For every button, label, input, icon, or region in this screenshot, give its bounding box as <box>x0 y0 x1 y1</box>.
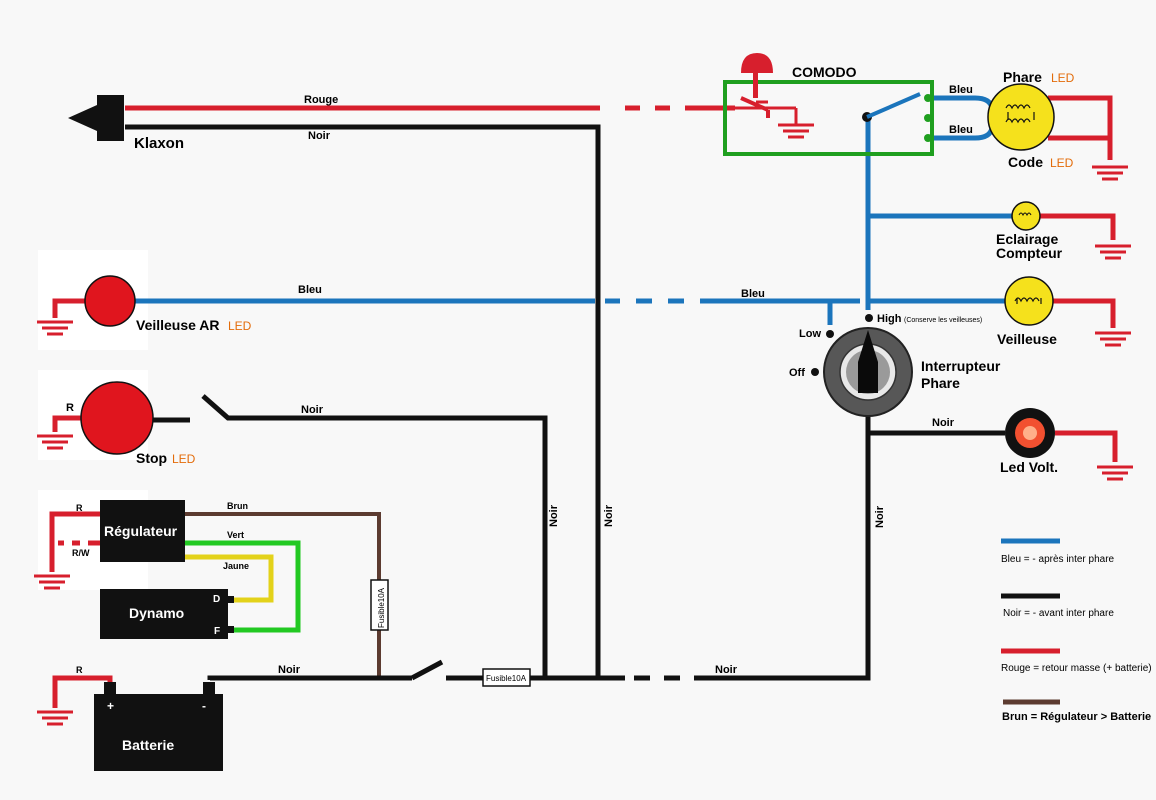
bleu-veilleuse-ar-label: Bleu <box>298 284 322 296</box>
wire-rouge-batterie <box>52 675 113 708</box>
wire-noir-batterie <box>207 675 412 681</box>
klaxon-label: Klaxon <box>134 135 184 152</box>
regulateur-label: Régulateur <box>104 523 178 539</box>
bleu-phare-label: Bleu <box>949 84 973 96</box>
dynamo-d-label: D <box>213 594 220 605</box>
high-note-label: (Conserve les veilleuses) <box>904 317 982 324</box>
legend-noir-text: Noir = - avant inter phare <box>1003 608 1114 619</box>
noir-label-top: Noir <box>308 130 331 142</box>
eclairage-compteur-lamp-icon <box>1011 201 1041 231</box>
code-label: Code <box>1008 154 1043 170</box>
wire-rouge-veilleuse <box>1053 298 1116 328</box>
noir-vertical-3: Noir <box>874 505 886 528</box>
noir-vertical-2: Noir <box>603 504 615 527</box>
wire-rouge-regulateur <box>49 511 100 572</box>
batterie-box <box>94 682 223 771</box>
phare-led-label: LED <box>1051 71 1075 85</box>
compteur-label: Compteur <box>996 245 1063 261</box>
batterie-minus-label: - <box>202 699 206 713</box>
rouge-label: Rouge <box>304 94 338 106</box>
noir-stop-label: Noir <box>301 404 324 416</box>
dynamo-terminal-d <box>228 596 234 603</box>
regulateur-box <box>100 500 185 562</box>
phare-lamp-icon <box>987 83 1055 151</box>
off-label: Off <box>789 367 805 379</box>
stop-lamp-icon <box>80 381 154 455</box>
wire-brun <box>185 512 381 580</box>
led-volt-label: Led Volt. <box>1000 459 1058 475</box>
wire-vert <box>185 540 301 633</box>
comodo-switch <box>723 53 934 156</box>
fusible-main <box>482 668 531 687</box>
wire-bleu-phare <box>933 95 995 109</box>
batterie-label: Batterie <box>122 737 174 753</box>
legend-bleu-text: Bleu = - après inter phare <box>1001 554 1115 565</box>
r-stop-label: R <box>66 402 74 414</box>
wire-rouge-stop <box>52 415 82 432</box>
bleu-code-label: Bleu <box>949 124 973 136</box>
ground-icon <box>1090 165 1130 181</box>
wire-rouge-compteur <box>1040 213 1116 240</box>
ground-icon <box>1093 244 1133 260</box>
noir-led-volt-label: Noir <box>932 417 955 429</box>
legend: Bleu = - après inter phare Noir = - avan… <box>1001 538 1152 723</box>
wire-noir-stop-switch <box>201 394 548 678</box>
legend-rouge-text: Rouge = retour masse (+ batterie) <box>1001 663 1152 674</box>
r-batterie-label: R <box>76 665 83 675</box>
interrupteur-phare-switch <box>811 314 913 417</box>
dynamo-f-label: F <box>214 626 220 637</box>
ground-icon <box>1095 465 1135 481</box>
legend-brun-text: Brun = Régulateur > Batterie <box>1002 711 1151 723</box>
dynamo-box <box>100 589 228 639</box>
wire-jaune <box>185 554 274 603</box>
interrupteur-phare-label: Phare <box>921 375 960 391</box>
led-volt-icon <box>1005 408 1055 458</box>
fusible-regulateur-label: Fusible10A <box>377 587 386 628</box>
fusible-regulateur <box>370 579 389 631</box>
wire-noir-right <box>634 412 871 681</box>
jaune-label: Jaune <box>223 561 249 571</box>
veilleuse-ar-lamp-icon <box>84 275 136 327</box>
veilleuse-label: Veilleuse <box>997 331 1057 347</box>
comodo-label: COMODO <box>792 64 857 80</box>
brun-label: Brun <box>227 501 248 511</box>
phare-label: Phare <box>1003 69 1042 85</box>
switch-main <box>410 659 444 681</box>
stop-label: Stop <box>136 450 167 466</box>
stop-led-label: LED <box>172 452 196 466</box>
interrupteur-label: Interrupteur <box>921 358 1001 374</box>
veilleuse-ar-label: Veilleuse AR <box>136 317 220 333</box>
wire-rouge-led-volt <box>1055 430 1118 462</box>
low-label: Low <box>799 328 821 340</box>
wire-rouge-veilleuse-ar <box>52 298 87 318</box>
dynamo-label: Dynamo <box>129 605 184 621</box>
batterie-plus-label: + <box>107 699 114 713</box>
noir-bottom-label: Noir <box>715 664 738 676</box>
wire-rouge-phare <box>1048 95 1113 160</box>
veilleuse-lamp-icon <box>1004 276 1054 326</box>
eclairage-label: Eclairage <box>996 231 1058 247</box>
veilleuse-ar-led-label: LED <box>228 319 252 333</box>
dynamo-terminal-f <box>228 626 234 633</box>
fusible-main-label: Fusible10A <box>486 674 527 683</box>
rw-label: R/W <box>72 548 90 558</box>
ground-icon <box>35 710 75 726</box>
noir-vertical-1: Noir <box>548 504 560 527</box>
high-label: High <box>877 313 902 325</box>
code-led-label: LED <box>1050 156 1074 170</box>
ground-icon <box>1093 331 1133 347</box>
bleu-right-label: Bleu <box>741 288 765 300</box>
r-regulateur-label: R <box>76 503 83 513</box>
wire-noir-klaxon <box>125 124 601 678</box>
noir-batterie-label: Noir <box>278 664 301 676</box>
klaxon-icon <box>68 95 124 141</box>
vert-label: Vert <box>227 530 244 540</box>
